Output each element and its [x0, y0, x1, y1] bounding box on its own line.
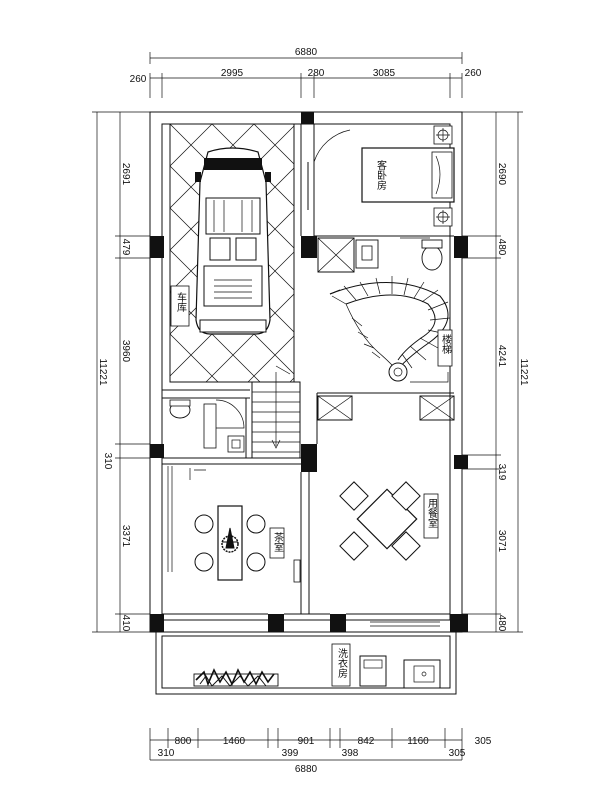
left-seg-4: 310	[102, 453, 113, 470]
left-seg-3: 3960	[120, 340, 131, 363]
chair-icon	[194, 552, 214, 572]
right-seg-6: 480	[496, 615, 507, 632]
bathroom-upper	[317, 237, 443, 273]
guest-bedroom: 客卧房	[307, 125, 455, 227]
bottom-upper-4: 842	[358, 736, 375, 747]
plant-icon	[222, 527, 238, 549]
bottom-dimensions: 800 1460 901 842 1160 305 310 399 398 30…	[149, 728, 492, 775]
garage-label-box	[170, 285, 190, 327]
top-dimensions: 6880 260 2995 280 3085 260	[130, 47, 482, 98]
vanity-icon	[203, 403, 217, 449]
left-dimensions: 11221 2691 479 3960 310 3371 410	[92, 111, 150, 633]
chair-icon	[246, 514, 266, 534]
planter-icon	[193, 668, 279, 687]
bottom-upper-3: 901	[298, 736, 315, 747]
garage-door-arc	[275, 365, 291, 375]
right-total-dim: 11221	[518, 358, 529, 386]
top-seg-4: 3085	[373, 68, 396, 79]
top-seg-3: 280	[308, 68, 325, 79]
balcony: 洗衣房	[193, 643, 441, 689]
bottom-lower-4: 305	[449, 748, 466, 759]
cabinet-right	[419, 395, 455, 421]
left-seg-2: 479	[120, 239, 131, 256]
sliding-door	[370, 621, 440, 627]
bottom-lower-3: 398	[342, 748, 359, 759]
tea-room-label: 茶室	[272, 531, 284, 552]
top-seg-5: 260	[465, 68, 482, 79]
chair-icon	[391, 481, 421, 511]
chair-icon	[246, 552, 266, 572]
top-seg-1: 260	[130, 74, 147, 85]
basin-icon	[227, 435, 245, 453]
interior-walls	[162, 124, 454, 615]
bottom-total-dim: 6880	[295, 764, 318, 775]
columns	[150, 112, 468, 632]
cabinet-left	[317, 395, 353, 421]
left-seg-1: 2691	[120, 163, 131, 186]
tea-cabinet	[167, 466, 173, 572]
bedroom-door	[313, 129, 351, 210]
bottom-lower-2: 399	[282, 748, 299, 759]
sink-mark	[189, 468, 206, 480]
bottom-upper-6: 305	[475, 736, 492, 747]
chair-icon	[339, 531, 369, 561]
dining-room: 用餐室	[317, 395, 455, 627]
left-seg-5: 3371	[120, 525, 131, 548]
bottom-lower-1: 310	[158, 748, 175, 759]
shower-box	[317, 237, 355, 273]
bottom-upper-5: 1160	[407, 736, 429, 747]
garage-label: 车库	[175, 291, 187, 313]
bottom-upper-1: 800	[175, 736, 192, 747]
chair-icon	[194, 514, 214, 534]
chair-icon	[391, 531, 421, 561]
right-seg-3: 4241	[496, 345, 507, 368]
chair-icon	[339, 481, 369, 511]
left-seg-6: 410	[120, 615, 131, 632]
laundry-label: 洗衣房	[336, 648, 348, 679]
bottom-upper-2: 1460	[223, 736, 246, 747]
right-dimensions: 11221 2690 480 4241 319 3071 480	[462, 111, 529, 633]
right-seg-4: 319	[496, 464, 507, 481]
right-seg-2: 480	[496, 239, 507, 256]
top-total-dim: 6880	[295, 47, 318, 58]
garage: 车库	[169, 123, 295, 383]
left-total-dim: 11221	[97, 358, 108, 386]
toilet-icon	[421, 245, 443, 271]
car-icon	[195, 147, 271, 335]
straight-stair	[251, 372, 301, 459]
dining-label: 用餐室	[426, 498, 438, 528]
stair-label: 楼梯	[440, 333, 452, 355]
guest-bedroom-label: 客卧房	[375, 159, 387, 191]
top-seg-2: 2995	[221, 68, 244, 79]
tea-room: 茶室	[167, 466, 301, 583]
right-seg-1: 2690	[496, 163, 507, 186]
powder-room	[169, 399, 245, 453]
spiral-staircase: 楼梯	[329, 276, 453, 383]
right-seg-5: 3071	[496, 530, 507, 553]
